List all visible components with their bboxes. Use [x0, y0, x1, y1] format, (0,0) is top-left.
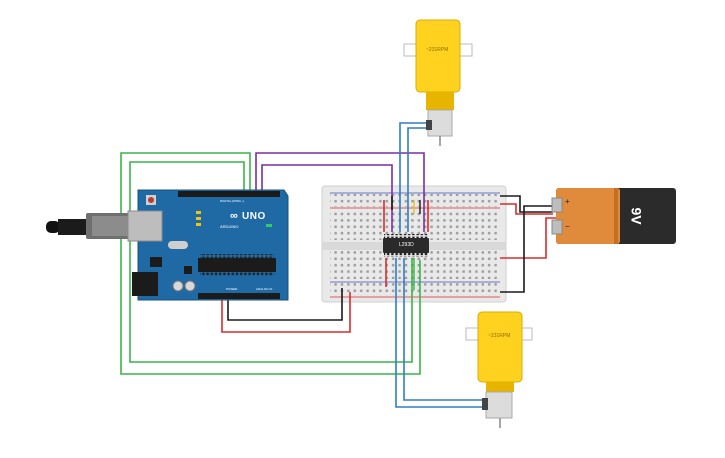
capacitor-2 [184, 280, 196, 292]
power-jack [132, 272, 158, 296]
top-motor[interactable] [403, 19, 473, 146]
arduino-uno-board[interactable] [127, 189, 289, 301]
black-wires[interactable] [227, 195, 556, 321]
battery-plus-label: + [565, 197, 570, 206]
battery-minus-label: − [565, 222, 570, 231]
green-wires[interactable] [120, 152, 421, 375]
arduino-logo-icon: ∞ [230, 210, 239, 222]
capacitor-1 [172, 280, 184, 292]
power-header-label: POWER [226, 287, 238, 291]
usb-socket [127, 210, 163, 242]
l293d-chip[interactable] [383, 234, 429, 257]
smd-chip [184, 266, 192, 274]
digital-header-label: DIGITAL (PWM ~) [220, 199, 245, 203]
battery-9v[interactable] [551, 188, 676, 244]
analog-header-label: ANALOG IN [256, 287, 273, 291]
power-led [266, 224, 272, 227]
digital-header [178, 191, 280, 197]
battery-label: 9V [628, 207, 645, 225]
power-analog-header [198, 293, 280, 299]
arduino-model-label: UNO [242, 211, 266, 222]
jumper-wires[interactable] [413, 200, 421, 290]
regulator [150, 257, 162, 267]
atmega-chip [198, 258, 276, 272]
power-rail-top [330, 194, 500, 207]
bottom-motor[interactable] [465, 311, 533, 428]
reset-button[interactable] [148, 197, 154, 203]
power-rail-bottom [330, 283, 500, 296]
arduino-brand-label: ARDUINO [220, 224, 239, 229]
chip-label: L293D [399, 242, 414, 248]
bottom-motor-label: ~231RPM [488, 333, 511, 339]
crystal [168, 241, 188, 249]
red-wires[interactable] [221, 200, 556, 333]
top-motor-label: ~231RPM [426, 47, 449, 53]
blue-wires[interactable] [395, 122, 486, 408]
